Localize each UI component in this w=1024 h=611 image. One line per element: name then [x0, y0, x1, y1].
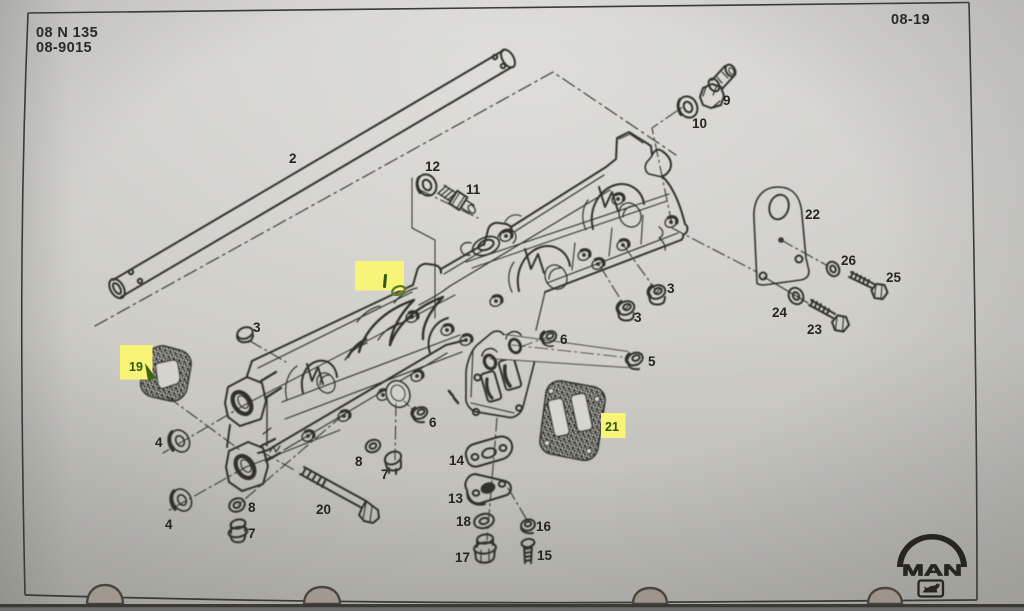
svg-text:4: 4 — [155, 435, 163, 450]
svg-text:22: 22 — [805, 207, 820, 222]
svg-text:16: 16 — [536, 519, 552, 534]
svg-text:12: 12 — [425, 159, 440, 174]
svg-text:4: 4 — [165, 517, 173, 532]
svg-text:25: 25 — [886, 270, 902, 285]
svg-text:11: 11 — [466, 182, 481, 197]
svg-text:15: 15 — [537, 548, 553, 563]
svg-text:7: 7 — [248, 526, 256, 541]
svg-text:24: 24 — [772, 305, 788, 320]
svg-text:7: 7 — [381, 467, 389, 482]
svg-text:08 N 135: 08 N 135 — [36, 25, 98, 41]
svg-text:3: 3 — [253, 320, 261, 335]
svg-text:3: 3 — [634, 310, 642, 325]
svg-text:19: 19 — [129, 360, 143, 374]
svg-text:08-9015: 08-9015 — [36, 40, 92, 56]
svg-text:2: 2 — [289, 151, 297, 166]
svg-text:13: 13 — [448, 491, 464, 506]
svg-text:14: 14 — [449, 453, 465, 468]
svg-text:17: 17 — [455, 550, 470, 565]
svg-text:08-19: 08-19 — [891, 12, 930, 28]
svg-text:6: 6 — [429, 415, 437, 430]
svg-text:20: 20 — [316, 502, 331, 517]
svg-text:8: 8 — [248, 500, 256, 515]
svg-text:26: 26 — [841, 253, 857, 268]
svg-text:5: 5 — [648, 354, 656, 369]
svg-text:18: 18 — [456, 514, 472, 529]
svg-text:MAN: MAN — [902, 563, 962, 580]
svg-text:3: 3 — [667, 281, 675, 296]
svg-text:9: 9 — [723, 93, 731, 108]
svg-text:23: 23 — [807, 322, 823, 337]
svg-text:10: 10 — [692, 116, 707, 131]
svg-text:6: 6 — [560, 332, 568, 347]
svg-text:8: 8 — [355, 454, 363, 469]
svg-text:21: 21 — [605, 420, 619, 434]
